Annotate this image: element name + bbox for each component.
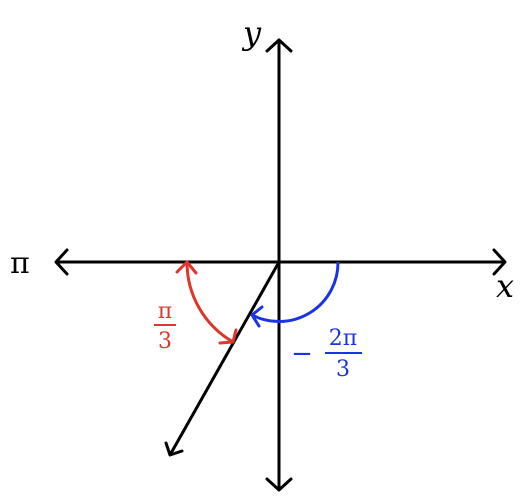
terminal-ray: [168, 261, 281, 456]
blue-fraction-sign: −: [291, 339, 313, 369]
x-axis-label: x: [496, 267, 514, 305]
red-fraction-denominator: 3: [158, 329, 172, 354]
terminal-ray-arrowhead: [164, 441, 184, 457]
blue-angle-arc: [251, 261, 340, 323]
blue-fraction-numerator: 2π: [329, 326, 357, 351]
pi-label: π: [10, 246, 30, 281]
blue-arc-arrowhead: [250, 305, 264, 328]
blue-fraction-denominator: 3: [336, 357, 350, 382]
y-axis-bottom-arrowhead: [265, 477, 293, 492]
red-arc-start-arrowhead: [175, 260, 198, 275]
red-angle-arc: [185, 261, 234, 344]
y-axis-label: y: [241, 14, 262, 52]
red-arc-end-arrowhead: [218, 328, 238, 345]
x-axis-left-arrowhead: [54, 248, 69, 276]
x-axis-right-arrowhead: [492, 248, 507, 276]
red-fraction-numerator: π: [158, 299, 172, 324]
y-axis-top-arrowhead: [265, 38, 293, 53]
